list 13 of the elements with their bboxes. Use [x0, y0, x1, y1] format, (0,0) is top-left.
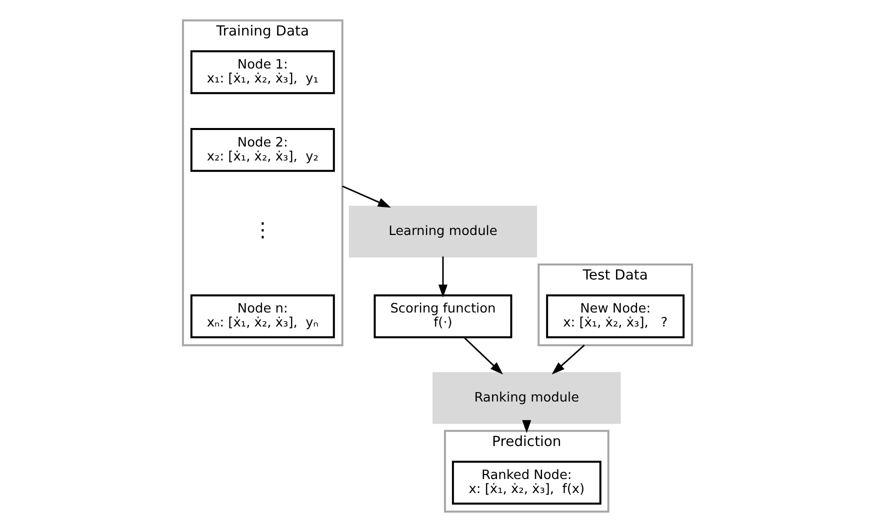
arrow: [438, 256, 448, 298]
node-box: Node 1: x₁: [ẋ₁, ẋ₂, ẋ₃], y₁: [190, 50, 334, 94]
arrow: [463, 336, 503, 374]
arrow: [551, 344, 584, 374]
node-box: Learning module: [348, 206, 537, 258]
node-box: New Node: x: [ẋ₁, ẋ₂, ẋ₃], ?: [546, 294, 684, 338]
node-box: Ranked Node: x: [ẋ₁, ẋ₂, ẋ₃], f(x): [451, 460, 601, 505]
arrow: [342, 185, 390, 208]
node-box: Node n: xₙ: [ẋ₁, ẋ₂, ẋ₃], yₙ: [190, 294, 334, 338]
label: ⋮: [252, 218, 272, 242]
node-box: Scoring function f(·): [373, 294, 512, 338]
arrow: [522, 420, 531, 434]
node-box: Node 2: x₂: [ẋ₁, ẋ₂, ẋ₃], y₂: [190, 128, 334, 172]
